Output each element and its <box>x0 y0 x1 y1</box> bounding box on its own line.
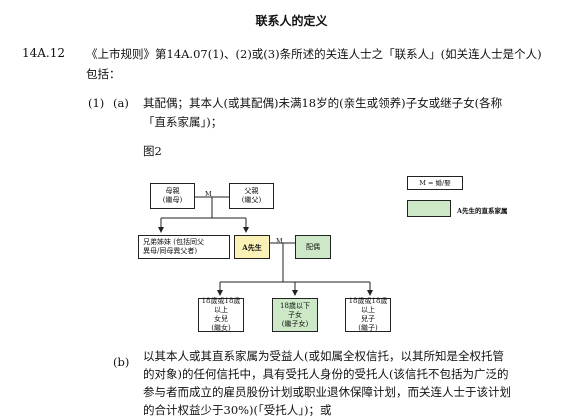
minor-children-age: 18歲以下 <box>280 301 310 310</box>
item-1-line-2: 「直系家属」)； <box>143 115 223 129</box>
mother-step-label: (繼母) <box>162 196 183 204</box>
mr-a-box: A先生 <box>234 235 270 259</box>
item-b-line-3: 参与者而成立的雇员股份计划或职业退休保障计划，而关连人士于该计划 <box>143 385 511 399</box>
section-number: 14A.12 <box>22 46 66 60</box>
couple-marriage-mark: M <box>276 237 283 245</box>
adult-daughter-label: 女兒 <box>214 315 228 323</box>
siblings-label-line-2: 異母/同母異父者) <box>143 247 198 255</box>
item-1-line-1: 其配偶；其本人(或其配偶)未满18岁的(亲生或领养)子女或继子女(各称 <box>143 96 503 110</box>
item-b-line-2: 的对象)的任何信托中，具有受托人身份的受托人(该信托不包括为广泛的 <box>143 367 509 381</box>
parents-marriage-mark: M <box>205 190 212 198</box>
adult-daughter-step: (繼女) <box>211 324 231 332</box>
item-1-number: (1) <box>88 96 105 110</box>
mother-box: 母親 (繼母) <box>150 183 195 209</box>
item-b-text: 以其本人或其直系家属为受益人(或如属全权信托，以其所知是全权托管 的对象)的任何… <box>143 347 511 419</box>
father-box: 父親 (繼父) <box>229 183 274 209</box>
item-1-letter: (a) <box>113 96 129 110</box>
adult-daughter-age: 18歲或18歲以上 <box>201 297 241 314</box>
minor-children-label: 子女 <box>288 310 302 319</box>
minor-children-step: (繼子女) <box>281 319 309 328</box>
adult-son-label: 兒子 <box>361 315 375 323</box>
section-text-line-2: 包括： <box>86 67 121 81</box>
spouse-box: 配偶 <box>295 235 331 259</box>
father-step-label: (繼父) <box>241 196 262 204</box>
item-b-line-4: 的合计权益少于30%)(「受托人」)；或 <box>143 403 332 417</box>
item-1-text: 其配偶；其本人(或其配偶)未满18岁的(亲生或领养)子女或继子女(各称 「直系家… <box>143 94 502 132</box>
adult-son-box: 18歲或18歲以上 兒子 (繼子) <box>345 297 391 332</box>
minor-children-box: 18歲以下 子女 (繼子女) <box>272 298 318 332</box>
adult-daughter-box: 18歲或18歲以上 女兒 (繼女) <box>198 297 244 332</box>
page-heading: 联系人的定义 <box>255 14 328 28</box>
father-label: 父親 <box>244 187 259 195</box>
item-b-line-1: 以其本人或其直系家属为受益人(或如属全权信托，以其所知是全权托管 <box>143 349 504 363</box>
section-text-line-1: 《上市规则》第14A.07(1)、(2)或(3)条所述的关连人士之「联系人」(如… <box>86 47 542 61</box>
legend-family-label: A先生的直系家属 <box>457 207 508 215</box>
section-text: 《上市规则》第14A.07(1)、(2)或(3)条所述的关连人士之「联系人」(如… <box>86 44 542 84</box>
legend-m-definition: M = 婚/娶 <box>407 176 463 190</box>
siblings-box: 兄弟姊妹 (包括同父 異母/同母異父者) <box>138 235 230 259</box>
item-b-letter: (b) <box>113 355 130 369</box>
adult-son-step: (繼子) <box>358 324 378 332</box>
legend-green-swatch <box>407 200 451 217</box>
mother-label: 母親 <box>165 187 180 195</box>
figure-label: 图2 <box>143 144 162 158</box>
siblings-label-line-1: 兄弟姊妹 (包括同父 <box>143 238 204 246</box>
adult-son-age: 18歲或18歲以上 <box>348 297 388 314</box>
